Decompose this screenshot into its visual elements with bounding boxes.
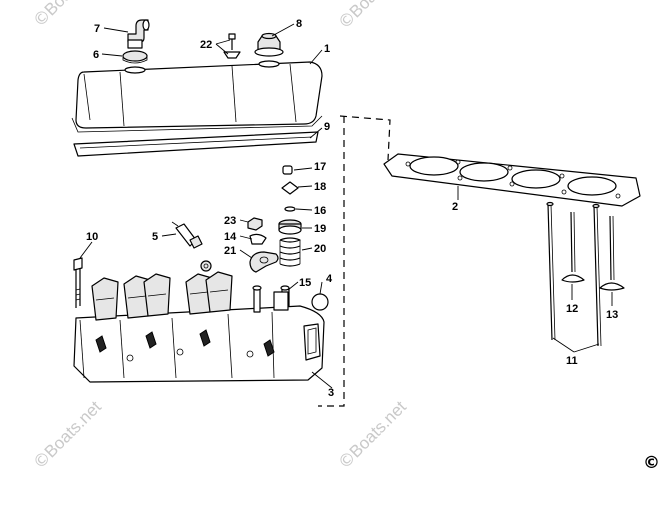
copyright-mark: ©	[643, 453, 660, 473]
callout-13: 13	[606, 309, 618, 321]
callout-20: 20	[314, 243, 326, 255]
watermark-bottom-center: © Boats.net	[334, 397, 410, 473]
callout-10: 10	[86, 231, 98, 243]
part-pushrod-left	[546, 201, 556, 341]
part-exhaust-valve	[599, 215, 625, 291]
part-oil-filler-cap	[254, 32, 284, 57]
part-bushing	[200, 260, 212, 272]
callout-21: 21	[224, 245, 236, 257]
callout-9: 9	[324, 121, 330, 133]
part-rocker-arm	[249, 251, 279, 273]
callout-19: 19	[314, 223, 326, 235]
callout-8: 8	[296, 18, 302, 30]
part-bolt-clip	[223, 33, 241, 59]
part-elbow-fitting	[127, 19, 150, 43]
part-pushrod-right	[592, 203, 602, 347]
callout-2: 2	[452, 201, 458, 213]
callout-12: 12	[566, 303, 578, 315]
part-valve-cover	[71, 60, 323, 133]
part-valve-cover-gasket	[73, 131, 319, 157]
watermark-text: Boats.net	[346, 397, 410, 461]
watermark-text: Boats.net	[41, 397, 105, 461]
part-valve-cap	[281, 181, 299, 195]
callout-16: 16	[314, 205, 326, 217]
part-head-bolt	[73, 257, 83, 308]
callout-15: 15	[299, 277, 311, 289]
callout-18: 18	[314, 181, 326, 193]
watermark-text: Boats.net	[41, 0, 105, 20]
part-intake-valve	[561, 211, 585, 283]
part-grommet	[122, 39, 148, 64]
callout-5: 5	[152, 231, 158, 243]
leader-lines	[79, 23, 613, 389]
part-valve-spring	[279, 237, 301, 267]
watermark-bottom-left: © Boats.net	[29, 397, 105, 473]
assembly-outline	[318, 115, 391, 407]
part-nut	[247, 217, 263, 231]
part-cylinder-head	[73, 271, 325, 383]
callout-17: 17	[314, 161, 326, 173]
callout-6: 6	[93, 49, 99, 61]
callout-22: 22	[200, 39, 212, 51]
callout-11: 11	[566, 355, 578, 367]
callout-7: 7	[94, 23, 100, 35]
callout-23: 23	[224, 215, 236, 227]
part-spark-plug	[171, 221, 203, 249]
part-spring-retainer	[278, 219, 302, 235]
callout-3: 3	[328, 387, 334, 399]
callout-4: 4	[326, 273, 333, 285]
part-retainer-lock	[282, 165, 293, 175]
callout-14: 14	[224, 231, 237, 243]
part-ball	[249, 233, 267, 245]
part-head-gasket	[383, 153, 641, 207]
callout-1: 1	[324, 43, 330, 55]
watermark-top-center: © Boats.net	[334, 0, 410, 34]
watermark-text: Boats.net	[346, 0, 410, 22]
part-valve-seal	[284, 206, 296, 212]
part-expansion-plug	[311, 293, 329, 311]
